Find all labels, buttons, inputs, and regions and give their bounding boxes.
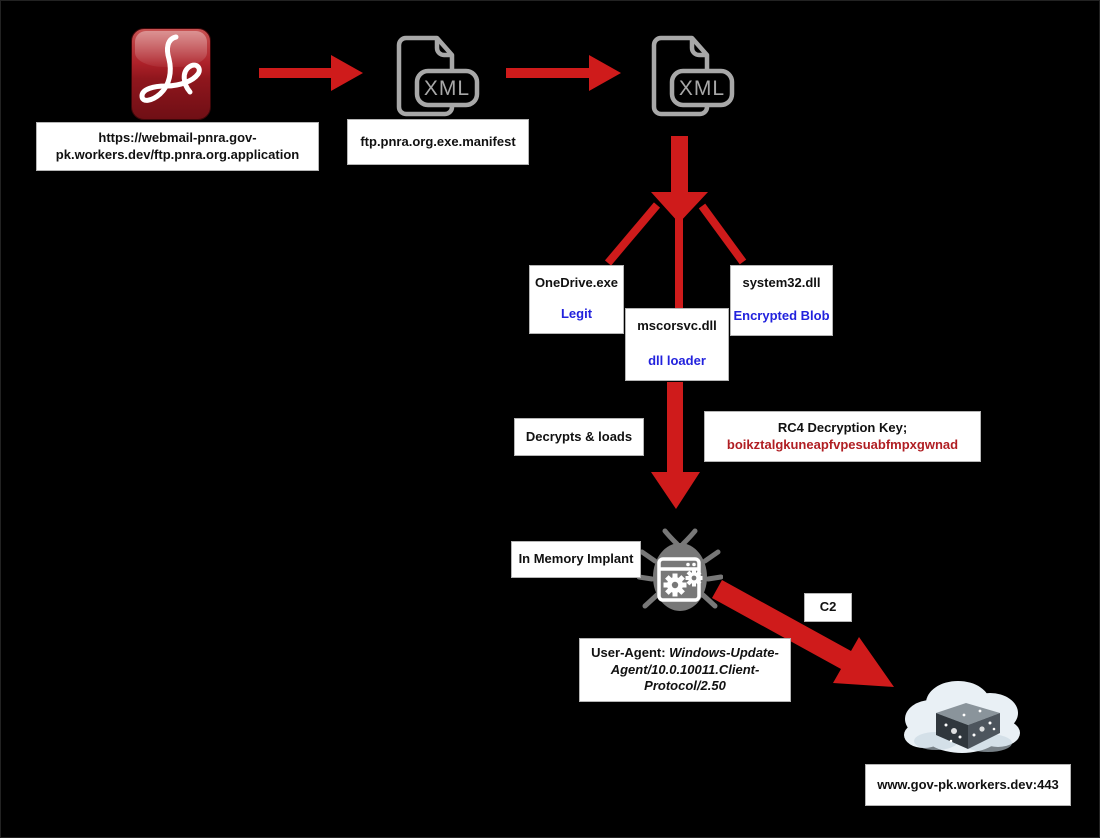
user-agent-prefix: User-Agent: [591, 644, 670, 660]
arrow-c2-diagonal [712, 580, 894, 687]
xml-label-2: XML [679, 77, 725, 100]
c2-label-box: C2 [804, 593, 852, 622]
branch-connectors [604, 202, 747, 311]
in-memory-implant-box: In Memory Implant [511, 541, 641, 578]
user-agent-value: Windows-Update-Agent/10.0.10011.Client-P… [610, 644, 779, 694]
system32-subtitle: Encrypted Blob [733, 308, 830, 324]
gear-icon-small [685, 569, 703, 587]
c2-server-label: www.gov-pk.workers.dev:443 [877, 776, 1059, 792]
manifest-label: ftp.pnra.org.exe.manifest [360, 133, 516, 149]
branch-right-line [698, 203, 747, 265]
user-agent-box: User-Agent: Windows-Update-Agent/10.0.10… [579, 638, 791, 702]
malware-bug-icon [637, 528, 723, 611]
onedrive-title: OneDrive.exe [534, 275, 619, 290]
rc4-key-box: RC4 Decryption Key; boikztalgkuneapfvpes… [704, 411, 981, 462]
mscorsvc-subtitle: dll loader [648, 353, 706, 369]
rc4-title: RC4 Decryption Key; [777, 419, 908, 435]
onedrive-box: OneDrive.exe Legit [529, 265, 624, 334]
rc4-key-value: boikztalgkuneapfvpesuabfmpxgwnad [726, 436, 959, 452]
arrow-down-xml [651, 136, 708, 223]
manifest-box: ftp.pnra.org.exe.manifest [347, 119, 529, 165]
mscorsvc-title: mscorsvc.dll [637, 318, 717, 333]
server-chip-glyph [936, 703, 1000, 749]
cloud-server-icon [904, 681, 1020, 753]
system32-box: system32.dll Encrypted Blob [730, 265, 833, 336]
pdf-file-icon [131, 28, 211, 120]
c2-server-box: www.gov-pk.workers.dev:443 [865, 764, 1071, 806]
system32-title: system32.dll [742, 275, 821, 290]
arrow-right-1 [259, 55, 363, 91]
acrobat-logo-icon [139, 34, 202, 103]
c2-label: C2 [819, 599, 837, 615]
xml-file-icon-1: XML [396, 35, 480, 117]
arrow-down-loader [651, 382, 700, 509]
stage-url-box: https://webmail-pnra.gov- pk.workers.dev… [36, 122, 319, 171]
xml-file-icon-2: XML [651, 35, 735, 117]
gear-icon-large [663, 573, 687, 597]
onedrive-subtitle: Legit [560, 306, 593, 322]
arrow-right-2 [506, 55, 621, 91]
stage-url-line2: pk.workers.dev/ftp.pnra.org.application [55, 146, 300, 162]
branch-left-line [604, 202, 661, 266]
mscorsvc-box: mscorsvc.dll dll loader [625, 308, 729, 381]
decrypts-label: Decrypts & loads [525, 428, 633, 444]
decrypts-box: Decrypts & loads [514, 418, 644, 456]
stage-url-line1: https://webmail-pnra.gov- [98, 129, 257, 145]
xml-label-1: XML [424, 77, 470, 100]
implant-label: In Memory Implant [518, 551, 634, 567]
